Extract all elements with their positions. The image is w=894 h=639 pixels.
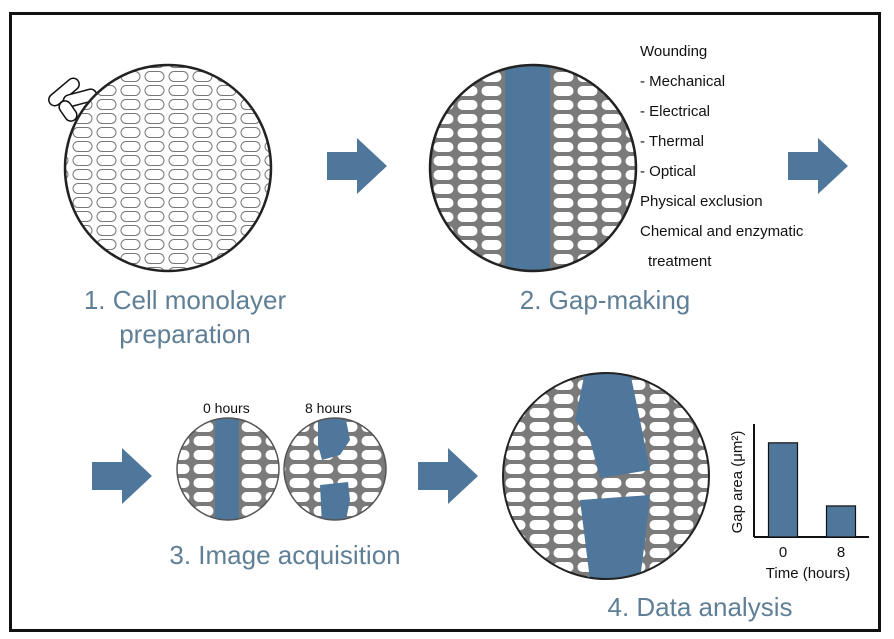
- time-label-0: 0 hours: [203, 400, 250, 416]
- step-1-subtitle: preparation: [119, 319, 251, 349]
- step-1-title: 1. Cell monolayer: [83, 285, 287, 315]
- gap-method-item: - Optical: [640, 163, 696, 180]
- dish-0-hours: [176, 417, 280, 521]
- x-tick-label: 0: [779, 544, 787, 561]
- bar-0: [767, 442, 799, 538]
- figure-frame: [9, 12, 881, 632]
- arrow-right-icon: [92, 448, 152, 504]
- gap-method-item: treatment: [648, 253, 712, 270]
- y-axis-label: Gap area (μm²): [729, 431, 746, 534]
- x-axis-label: Time (hours): [766, 565, 850, 582]
- gap-method-item: - Mechanical: [640, 73, 726, 90]
- dish-analysis: [502, 372, 710, 580]
- step-4-label: 4. Data analysis: [560, 590, 840, 624]
- gap-methods-list: Wounding - Mechanical - Electrical - The…: [640, 37, 803, 277]
- dish-monolayer: [63, 63, 273, 273]
- step-1-label: 1. Cell monolayer preparation: [50, 283, 320, 351]
- gap-method-item: Chemical and enzymatic: [640, 223, 804, 240]
- x-tick-label: 8: [837, 544, 845, 561]
- gap-method-item: Physical exclusion: [640, 193, 763, 210]
- bar-8: [825, 505, 857, 538]
- gap-method-item: - Electrical: [640, 103, 711, 120]
- arrow-right-icon: [327, 138, 387, 194]
- arrow-right-icon: [788, 138, 848, 194]
- dish-8-hours: [283, 417, 387, 521]
- step-3-title: 3. Image acquisition: [169, 540, 401, 570]
- gap-method-item: Wounding: [640, 43, 708, 60]
- time-label-8: 8 hours: [305, 400, 352, 416]
- arrow-right-icon: [418, 448, 478, 504]
- gap-method-item: - Thermal: [640, 133, 704, 150]
- dish-gap: [428, 63, 638, 273]
- step-2-label: 2. Gap-making: [470, 283, 740, 317]
- step-4-title: 4. Data analysis: [607, 592, 793, 622]
- step-3-label: 3. Image acquisition: [130, 538, 440, 572]
- step-2-title: 2. Gap-making: [519, 285, 691, 315]
